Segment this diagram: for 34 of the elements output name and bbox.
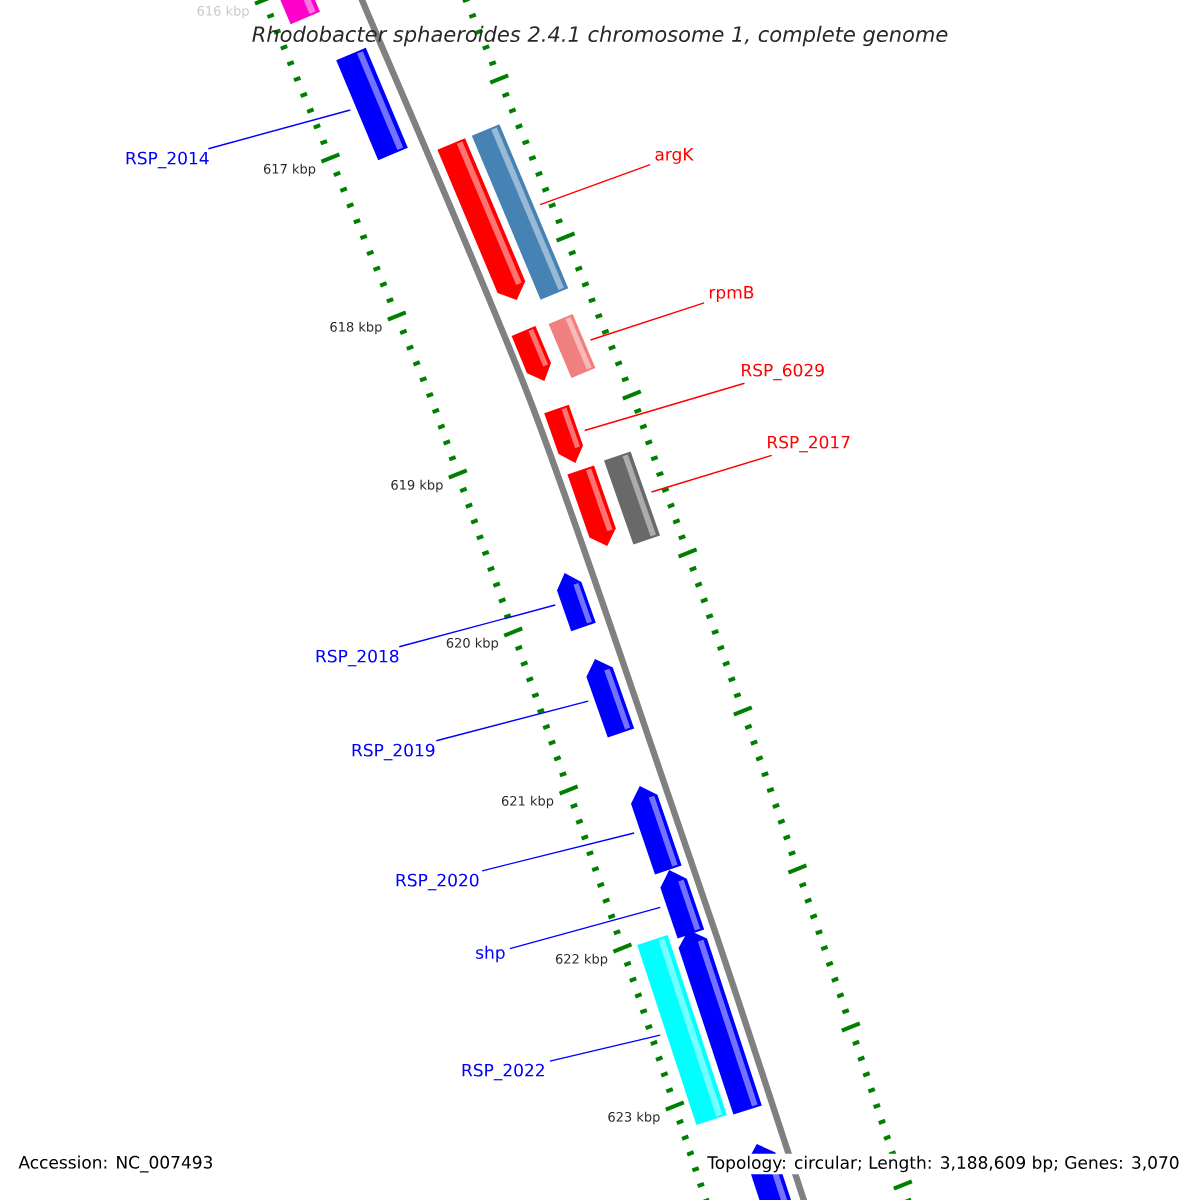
leader-line	[481, 832, 635, 872]
gene-label: RSP_2020	[396, 873, 479, 891]
gene-label: RSP_6029	[742, 363, 824, 381]
gene-bar	[631, 786, 682, 875]
gene-label: RSP_2017	[768, 435, 850, 453]
gene-label: RSP_2022	[462, 1063, 544, 1081]
gene-label: RSP_2014	[126, 151, 209, 169]
gene-bar	[586, 659, 635, 738]
gene-label: rpmB	[709, 286, 754, 302]
leader-line	[589, 302, 705, 341]
gene-bar	[336, 47, 408, 161]
gene-bar	[548, 314, 596, 378]
leader-line	[398, 604, 556, 648]
footer-text: Accession: NC_007493	[16, 1153, 216, 1175]
gene-bar	[544, 404, 583, 463]
leader-line	[549, 1034, 661, 1062]
leader-line	[583, 382, 746, 432]
gene-bar	[567, 465, 616, 546]
gene-bar	[604, 451, 660, 545]
gene-bar	[511, 326, 551, 381]
footer-text: Topology: circular; Length: 3,188,609 bp; Genes: 3,070	[705, 1153, 1182, 1175]
gene-label: shp	[476, 945, 505, 963]
gene-bar	[471, 124, 569, 300]
gene-bar	[557, 573, 596, 632]
gene-label: RSP_2019	[352, 743, 435, 761]
leader-line	[207, 109, 351, 150]
gene-label: RSP_2018	[316, 649, 399, 667]
leader-line	[539, 163, 651, 206]
gene-label: argK	[655, 148, 694, 164]
leader-line	[509, 906, 661, 950]
leader-line	[650, 454, 773, 493]
gene-bar	[660, 870, 705, 939]
gene-bar	[637, 935, 727, 1125]
leader-line	[435, 700, 589, 742]
